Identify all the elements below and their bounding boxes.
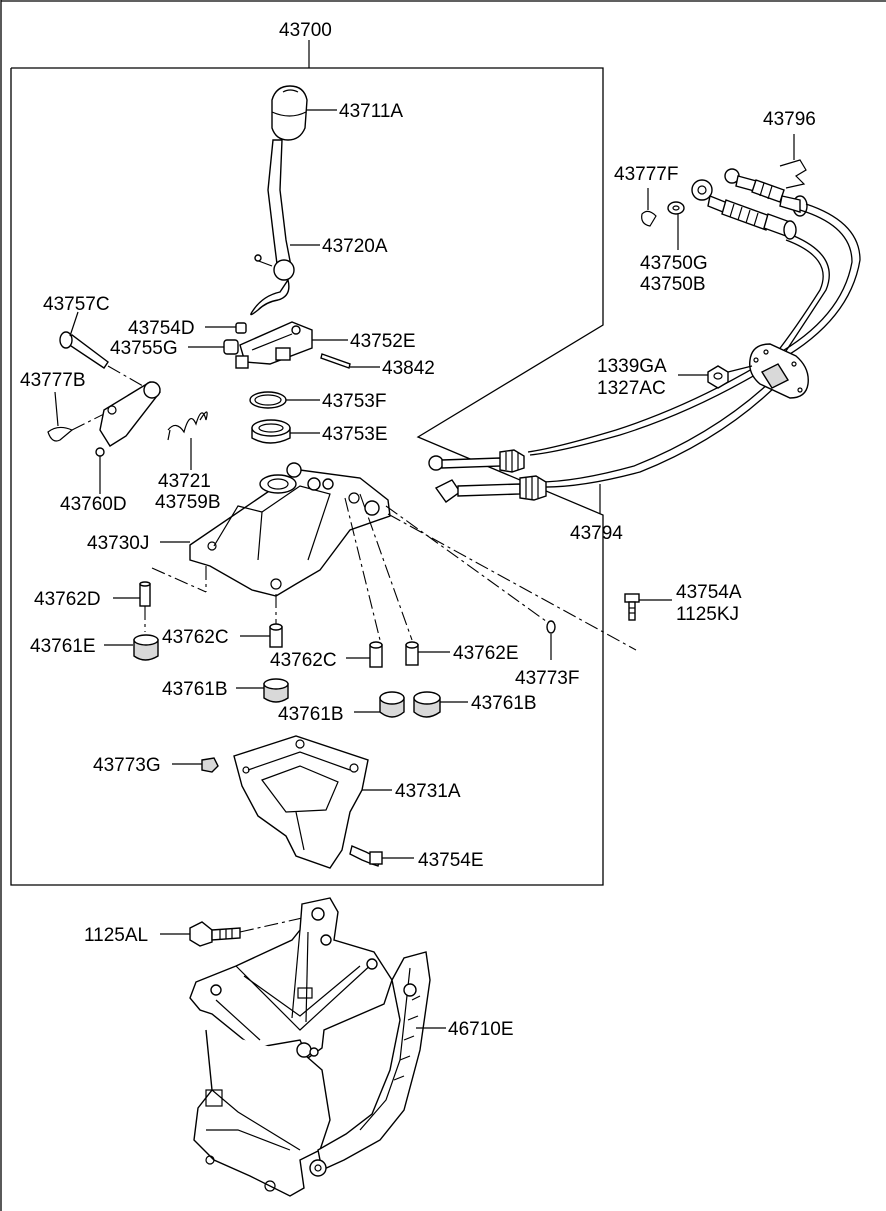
label-43753F: 43753F xyxy=(322,391,386,412)
label-43796: 43796 xyxy=(763,109,816,130)
label-43761E: 43761E xyxy=(30,636,96,657)
label-43762D: 43762D xyxy=(34,589,101,610)
shift-lever xyxy=(250,139,295,316)
label-43721: 43721 xyxy=(158,471,211,492)
label-43752E: 43752E xyxy=(350,331,416,352)
assembly-43700-box xyxy=(10,40,604,886)
nut-43773G xyxy=(201,757,219,773)
housing-43731A xyxy=(233,735,369,869)
lever-base-43730J xyxy=(189,462,391,597)
label-1327AC: 1327AC xyxy=(597,378,666,399)
bolt-1125AL xyxy=(189,921,241,947)
bush-43761B-left xyxy=(263,678,289,703)
label-43777F: 43777F xyxy=(614,164,678,185)
washer-43773F xyxy=(546,620,556,634)
cable-end-upper xyxy=(691,179,797,240)
cable-end-left-upper xyxy=(428,449,525,473)
cable-end-left-lower xyxy=(434,475,547,503)
clip-43777B xyxy=(47,426,74,442)
snap-ring-43753F xyxy=(249,391,287,409)
collar-43762D xyxy=(139,581,151,607)
label-46710E: 46710E xyxy=(448,1019,514,1040)
label-43755G: 43755G xyxy=(110,338,178,359)
label-43757C: 43757C xyxy=(43,294,110,315)
label-43750B: 43750B xyxy=(640,274,706,295)
selector-block-43752E xyxy=(235,321,313,369)
nut-1339GA xyxy=(707,365,729,389)
label-43773G: 43773G xyxy=(93,755,161,776)
spring-43721 xyxy=(167,411,208,441)
label-43720A: 43720A xyxy=(322,236,388,257)
label-43761B-mid: 43761B xyxy=(278,704,344,725)
label-43762C-left: 43762C xyxy=(162,627,229,648)
label-43794: 43794 xyxy=(570,523,623,544)
pin-43842 xyxy=(320,353,351,369)
label-43730J: 43730J xyxy=(87,533,149,554)
label-43777B: 43777B xyxy=(20,370,86,391)
label-43700: 43700 xyxy=(279,20,332,41)
collar-43762C-right xyxy=(369,641,383,668)
mounting-bracket-46710E xyxy=(189,897,431,1197)
bush-43761B-right xyxy=(413,691,441,718)
label-43761B-right: 43761B xyxy=(471,693,537,714)
label-43762C-right: 43762C xyxy=(270,650,337,671)
label-43731A: 43731A xyxy=(395,781,461,802)
pin-43757C xyxy=(59,331,109,369)
collar-43762C-left xyxy=(269,623,283,648)
label-43754D: 43754D xyxy=(128,318,195,339)
label-43842: 43842 xyxy=(382,358,435,379)
washer-43750G xyxy=(667,201,685,215)
shift-knob xyxy=(271,85,308,141)
cables-43794 xyxy=(527,203,861,488)
part-43755G xyxy=(223,339,239,355)
cable-end-lower xyxy=(724,168,808,217)
grommet-plate xyxy=(749,343,809,399)
bushing-43753E xyxy=(251,419,291,444)
label-1125KJ: 1125KJ xyxy=(676,604,739,625)
collar-43762E xyxy=(405,641,419,666)
label-43761B-left: 43761B xyxy=(162,679,228,700)
part-43754D xyxy=(235,322,247,334)
label-43711A: 43711A xyxy=(339,101,403,122)
shift-arm-43760D xyxy=(95,381,161,457)
label-1339GA: 1339GA xyxy=(597,356,667,377)
label-43760D: 43760D xyxy=(60,494,127,515)
label-43754A: 43754A xyxy=(676,582,742,603)
label-1125AL: 1125AL xyxy=(84,925,148,946)
label-43753E: 43753E xyxy=(322,424,388,445)
bolt-43754A xyxy=(624,593,640,621)
clip-43796 xyxy=(779,159,807,189)
label-43754E: 43754E xyxy=(418,850,484,871)
label-43750G: 43750G xyxy=(640,253,708,274)
clip-43777F xyxy=(641,210,657,227)
label-43759B: 43759B xyxy=(155,492,221,513)
label-43773F: 43773F xyxy=(515,668,579,689)
bolt-43754E xyxy=(349,845,383,867)
bush-43761E xyxy=(133,634,159,661)
label-43762E: 43762E xyxy=(453,643,519,664)
bush-43761B-mid xyxy=(379,691,405,718)
